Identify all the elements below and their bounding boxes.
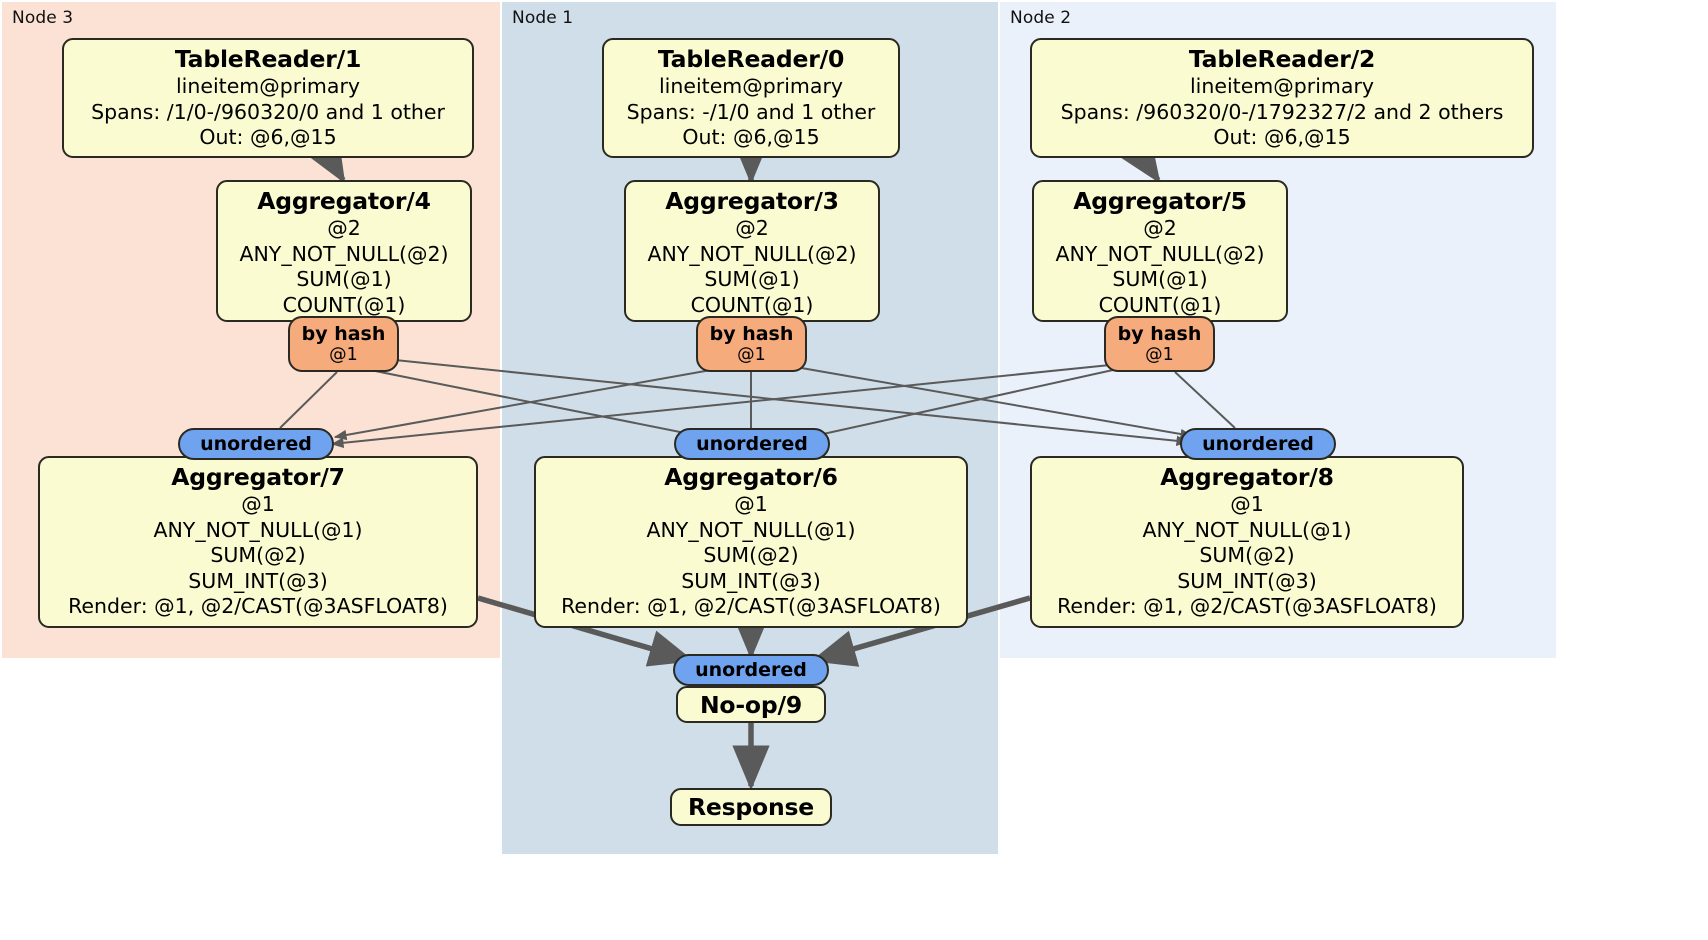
processor-line: SUM(@1) bbox=[296, 267, 392, 291]
processor-line: ANY_NOT_NULL(@2) bbox=[1055, 241, 1265, 266]
processor-noop-9[interactable]: No-op/9 bbox=[676, 686, 826, 723]
processor-line: SUM(@2) bbox=[703, 543, 799, 567]
processor-line: ANY_NOT_NULL(@2) bbox=[647, 241, 857, 266]
processor-line: @1 bbox=[241, 492, 275, 516]
node-label-node3: Node 3 bbox=[12, 8, 74, 28]
processor-title: TableReader/0 bbox=[657, 45, 845, 73]
processor-title: Aggregator/7 bbox=[171, 463, 345, 491]
synchronizer-unordered-8[interactable]: unordered bbox=[1180, 428, 1336, 460]
processor-line: COUNT(@1) bbox=[690, 292, 814, 317]
synchronizer-label: unordered bbox=[695, 659, 807, 681]
processor-title: Aggregator/4 bbox=[257, 187, 431, 215]
processor-line: @2 bbox=[327, 216, 361, 240]
router-sublabel: @1 bbox=[329, 344, 358, 365]
processor-title: Aggregator/5 bbox=[1073, 187, 1247, 215]
processor-line: Out: @6,@15 bbox=[1213, 125, 1351, 149]
processor-line: SUM(@2) bbox=[210, 543, 306, 567]
router-sublabel: @1 bbox=[737, 344, 766, 365]
processor-tablereader-1[interactable]: TableReader/1 lineitem@primary Spans: /1… bbox=[62, 38, 474, 158]
synchronizer-label: unordered bbox=[696, 433, 808, 455]
processor-response[interactable]: Response bbox=[670, 788, 832, 826]
processor-title: TableReader/1 bbox=[174, 45, 362, 73]
processor-line: Render: @1, @2/CAST(@3ASFLOAT8) bbox=[561, 594, 941, 618]
processor-line: COUNT(@1) bbox=[282, 292, 406, 317]
synchronizer-unordered-7[interactable]: unordered bbox=[178, 428, 334, 460]
processor-line: SUM(@1) bbox=[1112, 267, 1208, 291]
router-label: by hash bbox=[1117, 322, 1202, 345]
router-sublabel: @1 bbox=[1145, 344, 1174, 365]
processor-title: Aggregator/3 bbox=[665, 187, 839, 215]
processor-line: SUM(@2) bbox=[1199, 543, 1295, 567]
processor-line: SUM(@1) bbox=[704, 267, 800, 291]
processor-line: ANY_NOT_NULL(@2) bbox=[239, 241, 449, 266]
processor-line: @2 bbox=[735, 216, 769, 240]
processor-line: Spans: /1/0-/960320/0 and 1 other bbox=[91, 99, 445, 124]
router-by-hash-3[interactable]: by hash @1 bbox=[696, 316, 807, 372]
processor-line: ANY_NOT_NULL(@1) bbox=[646, 517, 856, 542]
processor-line: Spans: -/1/0 and 1 other bbox=[626, 99, 876, 124]
processor-aggregator-7[interactable]: Aggregator/7 @1 ANY_NOT_NULL(@1) SUM(@2)… bbox=[38, 456, 478, 628]
processor-title: TableReader/2 bbox=[1188, 45, 1376, 73]
processor-title: No-op/9 bbox=[699, 691, 803, 719]
processor-line: SUM_INT(@3) bbox=[681, 568, 821, 593]
processor-aggregator-8[interactable]: Aggregator/8 @1 ANY_NOT_NULL(@1) SUM(@2)… bbox=[1030, 456, 1464, 628]
processor-line: COUNT(@1) bbox=[1098, 292, 1222, 317]
processor-aggregator-5[interactable]: Aggregator/5 @2 ANY_NOT_NULL(@2) SUM(@1)… bbox=[1032, 180, 1288, 322]
router-by-hash-4[interactable]: by hash @1 bbox=[288, 316, 399, 372]
processor-line: @1 bbox=[734, 492, 768, 516]
processor-line: ANY_NOT_NULL(@1) bbox=[1142, 517, 1352, 542]
processor-line: SUM_INT(@3) bbox=[1177, 568, 1317, 593]
processor-line: Render: @1, @2/CAST(@3ASFLOAT8) bbox=[68, 594, 448, 618]
router-label: by hash bbox=[709, 322, 794, 345]
node-label-node2: Node 2 bbox=[1010, 8, 1072, 28]
processor-title: Response bbox=[687, 793, 815, 821]
processor-title: Aggregator/8 bbox=[1160, 463, 1334, 491]
processor-line: Render: @1, @2/CAST(@3ASFLOAT8) bbox=[1057, 594, 1437, 618]
processor-line: lineitem@primary bbox=[175, 74, 361, 98]
processor-aggregator-3[interactable]: Aggregator/3 @2 ANY_NOT_NULL(@2) SUM(@1)… bbox=[624, 180, 880, 322]
synchronizer-unordered-9[interactable]: unordered bbox=[673, 654, 829, 686]
processor-tablereader-2[interactable]: TableReader/2 lineitem@primary Spans: /9… bbox=[1030, 38, 1534, 158]
processor-line: SUM_INT(@3) bbox=[188, 568, 328, 593]
processor-line: Out: @6,@15 bbox=[682, 125, 820, 149]
processor-line: lineitem@primary bbox=[1189, 74, 1375, 98]
router-label: by hash bbox=[301, 322, 386, 345]
processor-line: Spans: /960320/0-/1792327/2 and 2 others bbox=[1060, 99, 1504, 124]
processor-tablereader-0[interactable]: TableReader/0 lineitem@primary Spans: -/… bbox=[602, 38, 900, 158]
node-label-node1: Node 1 bbox=[512, 8, 574, 28]
synchronizer-unordered-6[interactable]: unordered bbox=[674, 428, 830, 460]
processor-aggregator-6[interactable]: Aggregator/6 @1 ANY_NOT_NULL(@1) SUM(@2)… bbox=[534, 456, 968, 628]
processor-line: ANY_NOT_NULL(@1) bbox=[153, 517, 363, 542]
synchronizer-label: unordered bbox=[1202, 433, 1314, 455]
processor-line: lineitem@primary bbox=[658, 74, 844, 98]
router-by-hash-5[interactable]: by hash @1 bbox=[1104, 316, 1215, 372]
processor-line: Out: @6,@15 bbox=[199, 125, 337, 149]
processor-title: Aggregator/6 bbox=[664, 463, 838, 491]
processor-aggregator-4[interactable]: Aggregator/4 @2 ANY_NOT_NULL(@2) SUM(@1)… bbox=[216, 180, 472, 322]
processor-line: @2 bbox=[1143, 216, 1177, 240]
synchronizer-label: unordered bbox=[200, 433, 312, 455]
processor-line: @1 bbox=[1230, 492, 1264, 516]
